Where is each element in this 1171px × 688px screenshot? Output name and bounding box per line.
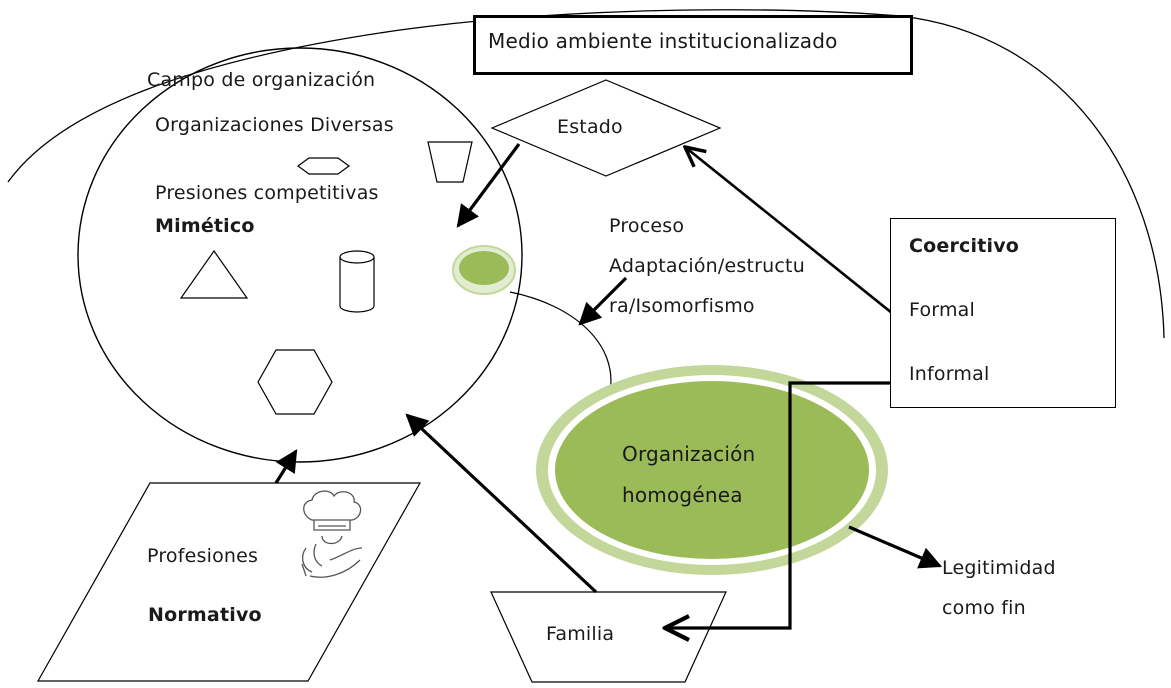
informal-label: Informal [909, 363, 990, 385]
coercitivo-box [890, 218, 1116, 408]
legitimidad-line2: como fin [942, 597, 1026, 619]
estado-to-field-arrow [456, 143, 521, 228]
familia-label: Familia [546, 623, 615, 645]
adaptation-arc [509, 291, 612, 393]
formal-label: Formal [909, 299, 975, 321]
trapezoid-shape [427, 141, 473, 183]
organization-to-legitimidad-arrow [848, 525, 943, 569]
title-label: Medio ambiente institucionalizado [488, 29, 838, 53]
coercitivo-label: Coercitivo [909, 235, 1020, 257]
small-organization-dot [452, 245, 516, 295]
proceso-line3: ra/Isomorfismo [609, 295, 755, 317]
legitimidad-line1: Legitimidad [942, 557, 1056, 579]
proceso-line2: Adaptación/estructu [609, 255, 805, 277]
homogeneous-organization-ellipse [536, 365, 888, 575]
title-box [473, 15, 913, 75]
cylinder-shape [339, 250, 375, 313]
organizational-field-circle [77, 47, 523, 463]
large-hexagon-shape [257, 349, 333, 415]
familia-to-field-arrow [405, 413, 598, 594]
profesiones-to-field-arrow [274, 449, 298, 484]
estado-label: Estado [557, 116, 623, 138]
triangle-shape [179, 249, 249, 299]
normativo-label: Normativo [148, 604, 262, 626]
chef-hands-icon [301, 490, 363, 578]
diversas-label: Organizaciones Diversas [155, 114, 394, 136]
estado-diamond [490, 79, 722, 177]
proceso-line1: Proceso [609, 215, 685, 237]
profesiones-label: Profesiones [147, 545, 259, 567]
campo-title-label: Campo de organización [147, 69, 376, 91]
mimetico-label: Mimético [155, 215, 255, 237]
informal-to-familia-connector [665, 381, 922, 628]
organizacion-line1: Organización [622, 442, 756, 466]
formal-to-estado-arrow [685, 147, 893, 315]
presiones-label: Presiones competitivas [155, 182, 379, 204]
proceso-to-arc-arrow [578, 276, 628, 326]
small-hexagon-shape [296, 157, 351, 175]
profesiones-parallelogram [36, 482, 422, 682]
organizacion-line2: homogénea [622, 483, 743, 507]
environment-arc [7, 9, 1165, 339]
